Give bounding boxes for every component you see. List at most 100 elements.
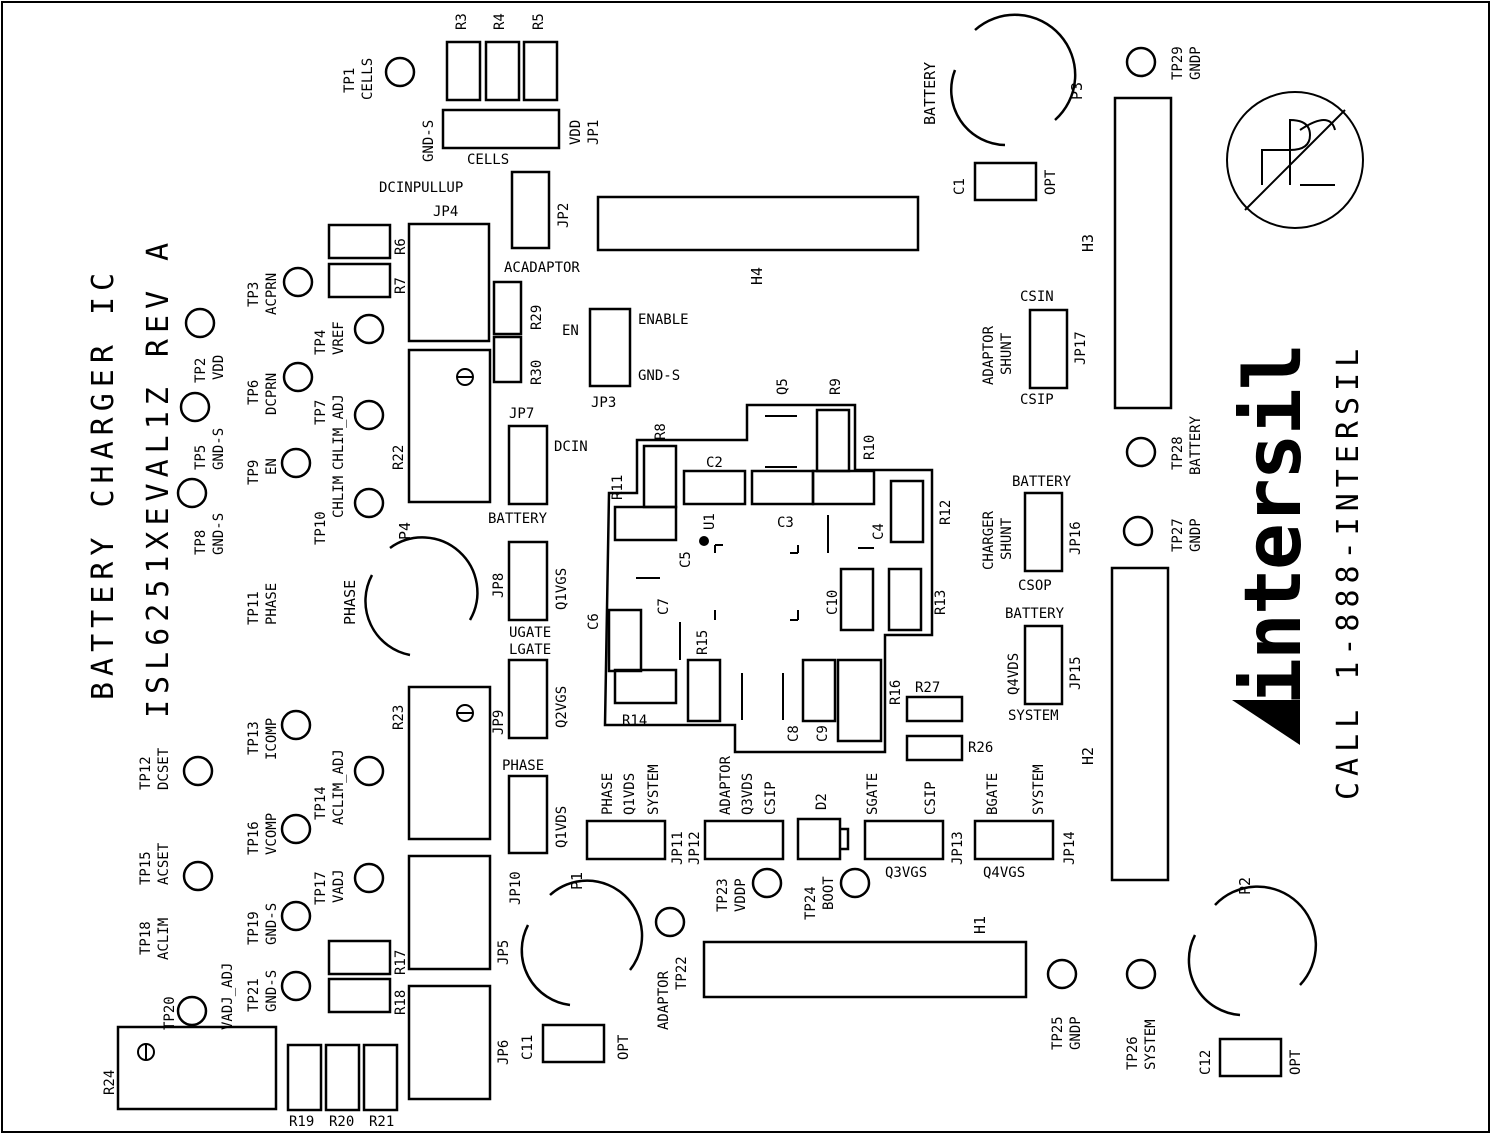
capacitor-c12[interactable] bbox=[1218, 1037, 1283, 1078]
trimpot-r22[interactable] bbox=[407, 348, 492, 504]
testpoint-tp19[interactable] bbox=[280, 900, 312, 932]
resistor-r10[interactable] bbox=[811, 469, 876, 506]
label-r21: R21 bbox=[369, 1114, 394, 1130]
testpoint-tp12[interactable] bbox=[182, 755, 214, 787]
testpoint-tp16[interactable] bbox=[280, 813, 312, 845]
testpoint-tp28[interactable] bbox=[1125, 436, 1157, 468]
resistor-r29[interactable] bbox=[492, 280, 523, 336]
jumper-jp9[interactable] bbox=[507, 658, 549, 740]
resistor-r19[interactable] bbox=[286, 1043, 323, 1112]
resistor-r7[interactable] bbox=[327, 262, 392, 299]
testpoint-tp22[interactable] bbox=[654, 906, 686, 938]
diode-d2[interactable] bbox=[796, 817, 842, 861]
terminal-p3[interactable] bbox=[950, 13, 1077, 147]
testpoint-tp17[interactable] bbox=[353, 862, 385, 894]
capacitor-c1[interactable] bbox=[973, 161, 1038, 202]
testpoint-tp26[interactable] bbox=[1125, 958, 1157, 990]
header-h4[interactable] bbox=[596, 195, 920, 252]
label-p1: P1 bbox=[568, 872, 586, 890]
label-c6: C6 bbox=[586, 613, 602, 630]
jumper-jp8[interactable] bbox=[507, 540, 549, 622]
resistor-r4[interactable] bbox=[484, 40, 521, 102]
resistor-r3[interactable] bbox=[445, 40, 482, 102]
capacitor-c6[interactable] bbox=[607, 608, 643, 673]
capacitor-c8[interactable] bbox=[836, 658, 883, 743]
label-q2vgs: Q2VGS bbox=[554, 686, 570, 728]
label-tp23-b: VDDP bbox=[733, 878, 749, 912]
testpoint-tp3[interactable] bbox=[282, 266, 314, 298]
resistor-r30[interactable] bbox=[492, 335, 523, 384]
testpoint-tp9[interactable] bbox=[280, 447, 312, 479]
resistor-r15[interactable] bbox=[686, 658, 722, 723]
label-r13: R13 bbox=[933, 590, 949, 615]
jumper-jp7[interactable] bbox=[507, 424, 549, 506]
terminal-p4[interactable] bbox=[364, 536, 479, 657]
resistor-r21[interactable] bbox=[362, 1043, 399, 1112]
label-tp13-b: ICOMP bbox=[264, 718, 280, 760]
resistor-r13[interactable] bbox=[887, 567, 923, 632]
testpoint-tp25[interactable] bbox=[1046, 958, 1078, 990]
jumper-jp17[interactable] bbox=[1028, 308, 1069, 390]
resistor-r12[interactable] bbox=[889, 479, 925, 544]
testpoint-tp4[interactable] bbox=[353, 313, 385, 345]
testpoint-tp29[interactable] bbox=[1125, 46, 1157, 78]
jumper-jp1[interactable] bbox=[441, 108, 561, 150]
label-tp12-b: DCSET bbox=[156, 747, 172, 790]
resistor-r5[interactable] bbox=[522, 40, 559, 102]
testpoint-tp6[interactable] bbox=[282, 361, 314, 393]
label-jp15: JP15 bbox=[1068, 656, 1084, 690]
label-opt-c11: OPT bbox=[616, 1034, 632, 1060]
trimpot-r24[interactable] bbox=[116, 1025, 278, 1111]
jumper-jp16[interactable] bbox=[1023, 491, 1064, 573]
resistor-r11[interactable] bbox=[613, 505, 678, 542]
jumper-jp14[interactable] bbox=[973, 819, 1055, 861]
testpoint-tp1[interactable] bbox=[384, 56, 416, 88]
jumper-jp12[interactable] bbox=[703, 819, 785, 861]
resistor-r18[interactable] bbox=[327, 977, 392, 1014]
resistor-r20[interactable] bbox=[324, 1043, 361, 1112]
testpoint-tp21[interactable] bbox=[280, 970, 312, 1002]
testpoint-tp8[interactable] bbox=[176, 477, 208, 509]
label-tp20-b: VADJ_ADJ bbox=[220, 963, 236, 1030]
header-h2[interactable] bbox=[1110, 566, 1170, 882]
resistor-r9[interactable] bbox=[815, 408, 851, 473]
jumper-jp15[interactable] bbox=[1023, 624, 1064, 706]
terminal-p2[interactable] bbox=[1187, 885, 1318, 1017]
testpoint-tp23[interactable] bbox=[751, 867, 783, 899]
terminal-p1[interactable] bbox=[520, 879, 644, 1007]
testpoint-tp27[interactable] bbox=[1122, 515, 1154, 547]
mosfet-q5[interactable] bbox=[750, 469, 815, 506]
jumper-jp13[interactable] bbox=[863, 819, 945, 861]
label-tp8-a: TP8 bbox=[193, 530, 209, 555]
testpoint-tp24[interactable] bbox=[839, 867, 871, 899]
resistor-r26[interactable] bbox=[905, 734, 964, 762]
jumper-jp11[interactable] bbox=[585, 819, 667, 861]
jumper-jp10[interactable] bbox=[507, 774, 549, 855]
capacitor-c2[interactable] bbox=[682, 469, 747, 506]
resistor-r14[interactable] bbox=[613, 668, 678, 705]
testpoint-tp2[interactable] bbox=[184, 307, 216, 339]
jumper-jp4[interactable] bbox=[407, 222, 491, 343]
label-tp18-b: ACLIM bbox=[156, 918, 172, 960]
testpoint-tp15[interactable] bbox=[182, 860, 214, 892]
jumper-jp3[interactable] bbox=[588, 307, 632, 388]
jumper-jp2[interactable] bbox=[510, 170, 551, 250]
capacitor-c10[interactable] bbox=[839, 567, 875, 632]
resistor-r6[interactable] bbox=[327, 223, 392, 260]
jumper-jp6[interactable] bbox=[407, 984, 492, 1101]
resistor-r17[interactable] bbox=[327, 939, 392, 976]
capacitor-c11[interactable] bbox=[541, 1023, 606, 1064]
resistor-r27[interactable] bbox=[905, 695, 964, 723]
testpoint-tp14[interactable] bbox=[353, 755, 385, 787]
resistor-r8[interactable] bbox=[642, 444, 678, 509]
testpoint-tp7[interactable] bbox=[353, 399, 385, 431]
testpoint-tp20[interactable] bbox=[176, 995, 208, 1027]
testpoint-tp13[interactable] bbox=[280, 709, 312, 741]
testpoint-tp10[interactable] bbox=[353, 487, 385, 519]
header-h3[interactable] bbox=[1113, 96, 1173, 410]
header-h1[interactable] bbox=[702, 940, 1028, 999]
testpoint-tp5[interactable] bbox=[179, 391, 211, 423]
capacitor-c9[interactable] bbox=[801, 658, 837, 723]
jumper-jp5[interactable] bbox=[407, 854, 492, 971]
trimpot-r23[interactable] bbox=[407, 685, 492, 841]
